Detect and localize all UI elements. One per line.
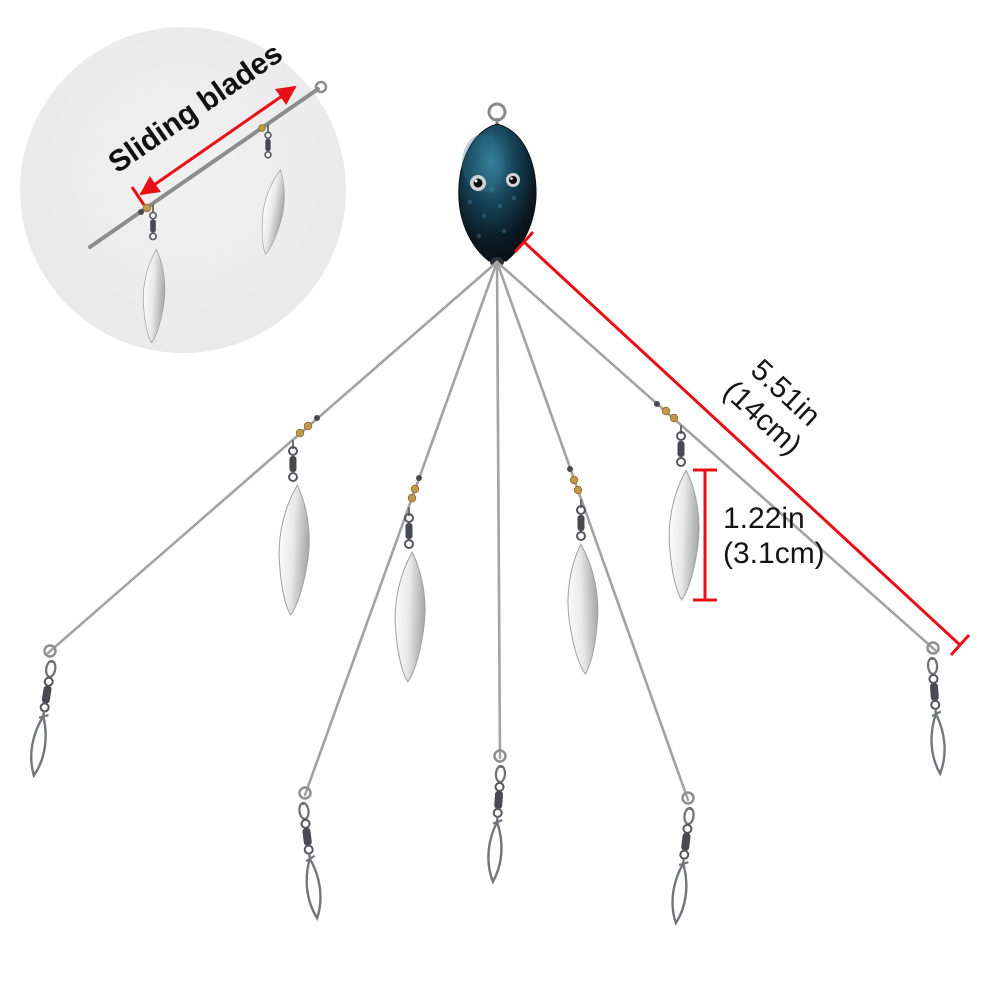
sliding-range-arrow: [139, 85, 297, 196]
head-eye-right: [506, 173, 520, 187]
arm-end-loop-5: [926, 641, 940, 655]
arm-length-cap-bottom: [949, 633, 971, 657]
snap-swivel-4: [668, 806, 698, 926]
inset-wire-end-loop: [314, 80, 328, 94]
rig-head: [458, 123, 537, 262]
gold-bead: [295, 428, 305, 438]
blade-assembly-3: [565, 466, 601, 675]
head-scales: [467, 187, 517, 239]
willow-blade-2: [392, 551, 428, 683]
blade-swivel-3: [576, 505, 586, 541]
inset-bead-right: [258, 124, 266, 132]
snap-swivel-2: [295, 801, 325, 921]
measurement-arm-length: [513, 230, 971, 657]
gold-bead: [569, 475, 579, 485]
willow-blade-1: [275, 483, 313, 617]
willow-blade-4: [666, 469, 702, 601]
head-eye-left: [470, 175, 486, 191]
rig-arm-3: [495, 260, 502, 760]
arm-end-loop-3: [493, 749, 507, 763]
blade-swivel-1: [288, 446, 298, 482]
rig-arms: [46, 260, 937, 802]
head-tie-loop: [487, 102, 507, 122]
snap-swivel-1: [26, 658, 60, 778]
gold-bead: [661, 406, 671, 416]
gold-bead: [407, 493, 417, 503]
inset-blade-assembly-left: [138, 203, 168, 344]
arm-length-line: [522, 240, 962, 647]
arm-end-loop-2: [298, 786, 312, 800]
crimp-bead: [314, 415, 320, 421]
crimp-bead: [416, 475, 422, 481]
inset-crimp-left: [138, 209, 144, 215]
gold-bead: [573, 485, 583, 495]
blade-assembly-1: [275, 415, 320, 617]
blade-length-value-cm: (3.1cm): [723, 537, 825, 570]
gold-bead: [669, 413, 679, 423]
rig-arm-4: [495, 260, 690, 802]
inset-circle-background: [20, 27, 346, 353]
measurement-arm-length-label: 5.51in (14cm): [717, 353, 827, 462]
arm-length-cap-top: [513, 230, 535, 254]
crimp-bead: [567, 466, 573, 472]
rig-arm-2: [303, 260, 499, 797]
crimp-bead: [654, 401, 660, 407]
blade-length-value-in: 1.22in: [723, 502, 805, 535]
blade-swivel-4: [676, 431, 686, 467]
inset-detail: Sliding blades: [20, 27, 346, 353]
measurement-blade-length-label: 1.22in (3.1cm): [723, 502, 825, 570]
rig-arm-1: [46, 260, 499, 655]
willow-blade-3: [565, 543, 601, 675]
snap-swivel-3: [485, 764, 509, 884]
arm-end-loop-4: [681, 791, 695, 805]
arm-end-loop-1: [43, 644, 57, 658]
gold-bead: [303, 421, 313, 431]
blade-assembly-2: [392, 475, 428, 683]
arm-end-hardware: [26, 641, 948, 926]
blade-assembly-4: [654, 401, 702, 601]
rig-arm-5: [495, 260, 937, 652]
snap-swivel-5: [924, 656, 948, 776]
gold-bead: [410, 484, 420, 494]
sliding-range-cap: [130, 186, 146, 206]
measurement-blade-length: [693, 468, 717, 602]
inset-bead-left: [142, 203, 152, 213]
blade-swivel-2: [404, 513, 414, 549]
main-rig: [26, 102, 948, 926]
